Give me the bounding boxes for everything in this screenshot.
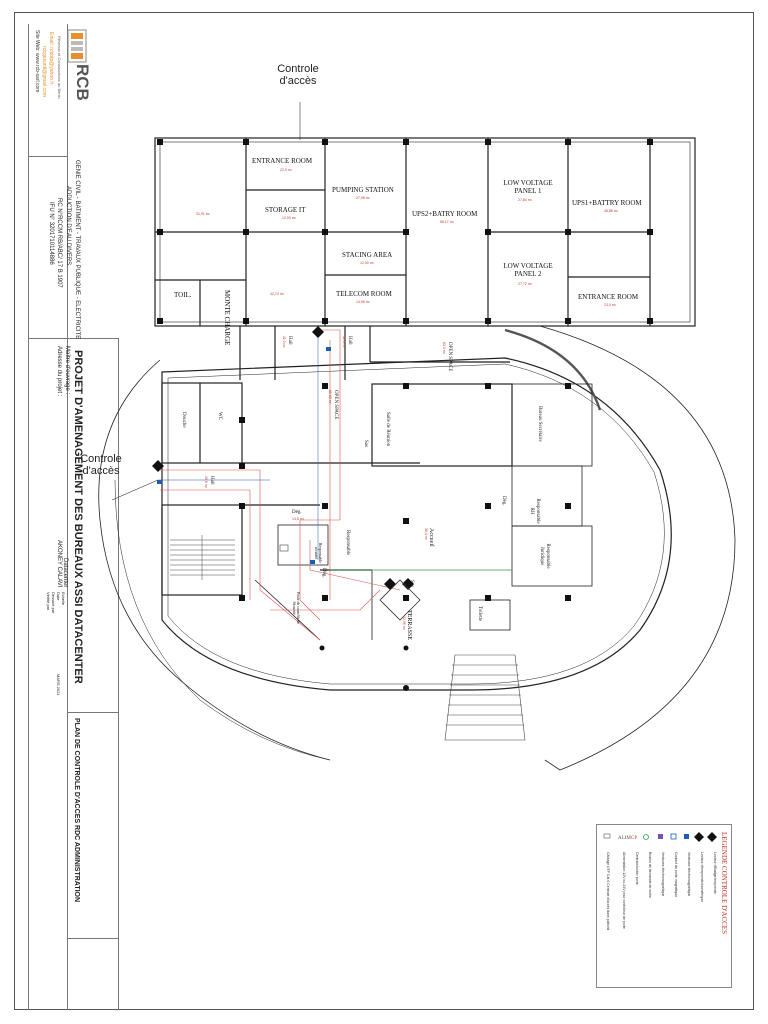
area: 65,60 m² bbox=[328, 390, 332, 404]
room-deg-1: Dég. bbox=[292, 510, 302, 515]
area: 27,72 m² bbox=[518, 282, 532, 286]
area: 42,74 m² bbox=[270, 292, 284, 296]
callout-top: Controle d'accès bbox=[277, 63, 319, 87]
meeting-room bbox=[371, 383, 513, 467]
room-responsable-1: Responsable bbox=[345, 530, 350, 556]
room-deg-2: Dég. bbox=[501, 496, 506, 506]
legend-item-1: Lecteur d'Badge/empreinte bbox=[713, 852, 717, 894]
area: 31,91 m² bbox=[196, 212, 210, 216]
outer-arc bbox=[539, 325, 736, 771]
room-ups2: UPS2+BATRY ROOM bbox=[412, 210, 478, 218]
room-entrance-1: ENTRANCE ROOM bbox=[252, 157, 313, 165]
legend-item-3: Ventouse électromagnétique bbox=[687, 852, 691, 897]
area: 14,96 m² bbox=[356, 300, 370, 304]
outer-arc-left bbox=[98, 359, 331, 761]
access-cabling bbox=[160, 329, 401, 641]
stairs bbox=[170, 535, 235, 580]
room-douche: Douche bbox=[181, 412, 186, 428]
strip-divider bbox=[118, 338, 119, 1010]
legend-box bbox=[596, 824, 732, 988]
room-sas-2: Sas bbox=[409, 580, 414, 587]
room-wc: WC bbox=[217, 412, 222, 421]
room-open-space-1: OPEN SPACE bbox=[447, 342, 452, 372]
room-open-space-2: OPEN SPACE bbox=[333, 390, 338, 420]
room-storage-it: STORAGE IT bbox=[265, 206, 306, 214]
strip-divider bbox=[68, 712, 118, 713]
room-poste-controle: Poste de contrôle de Sécurité bbox=[291, 591, 301, 625]
room-toil: TOIL. bbox=[174, 291, 192, 299]
area: 46,88 m² bbox=[604, 209, 618, 213]
area: 12,00 m² bbox=[282, 216, 296, 220]
area: 12,00 m² bbox=[360, 261, 374, 265]
callout-leader-left bbox=[111, 479, 159, 501]
room-hall-1: Hall bbox=[287, 336, 292, 345]
title-strip bbox=[28, 24, 68, 1010]
legend-item-5: Ventouse électromagnétique bbox=[661, 852, 665, 897]
room-responsable-rh: Responsable RH bbox=[529, 498, 541, 524]
area: 56,17 m² bbox=[440, 220, 454, 224]
left-wet-block bbox=[161, 382, 243, 464]
area: 27,84 m² bbox=[518, 198, 532, 202]
legend-item-8: Alimentation 12V ou 24V pour contrôleur … bbox=[622, 852, 626, 929]
area: 14,8 m² bbox=[292, 517, 304, 521]
legend-symbols: CP ALIM bbox=[603, 832, 717, 842]
room-monte-charge: MONTE CHARGE bbox=[223, 290, 231, 346]
strip-divider bbox=[68, 938, 118, 939]
room-accueil: Accueil bbox=[428, 528, 434, 547]
juridique-office bbox=[511, 525, 593, 587]
room-bureau-secretaire: Bureau Secrétaire bbox=[537, 406, 542, 442]
columns bbox=[157, 139, 653, 691]
strip-divider bbox=[28, 156, 68, 157]
room-low-voltage-1: LOW VOLTAGE PANEL 1 bbox=[503, 179, 553, 195]
logo-mark bbox=[67, 29, 87, 63]
sheet-border bbox=[14, 12, 754, 1010]
room-salle-reunion: Salle de Réunion bbox=[385, 412, 390, 447]
lower-building-outline bbox=[161, 357, 672, 691]
strip-divider bbox=[28, 338, 68, 339]
room-low-voltage-2: LOW VOLTAGE PANEL 2 bbox=[503, 262, 553, 278]
room-entrance-2: ENTRANCE ROOM bbox=[578, 293, 639, 301]
security-room bbox=[277, 524, 329, 566]
room-staging: STACING AREA bbox=[342, 251, 393, 259]
responsable-office bbox=[511, 465, 583, 527]
area: 22,98 m² bbox=[402, 616, 406, 630]
room-hall-2: Hall bbox=[347, 336, 352, 345]
room-toilette: Toilette bbox=[477, 606, 482, 622]
access-cabling-blue bbox=[158, 334, 319, 560]
room-pumping: PUMPING STATION bbox=[332, 186, 394, 194]
room-deg-3: Dég. bbox=[321, 568, 326, 578]
callout-left: Controle d'accès bbox=[80, 453, 122, 477]
svg-text:CP: CP bbox=[631, 836, 637, 841]
legend-item-2: Lecteur d'empreinte/biométrique bbox=[700, 852, 704, 903]
area: 11,0 m² bbox=[282, 336, 286, 348]
room-terrasse: TERRASSE bbox=[406, 610, 412, 641]
room-ups1: UPS1+BATTRY ROOM bbox=[572, 199, 642, 207]
area: 22,0 m² bbox=[280, 168, 292, 172]
legend-item-7: Centrale/boitier porte bbox=[635, 852, 639, 885]
area: 11,0 m² bbox=[342, 336, 346, 348]
legend-item-4: Contact de porte magnétique bbox=[674, 852, 678, 898]
room-hall-3: Hall bbox=[209, 476, 214, 485]
svg-text:ALIM: ALIM bbox=[618, 836, 631, 841]
entrance-stairs bbox=[444, 654, 526, 741]
hatched-area bbox=[649, 137, 696, 327]
strip-divider bbox=[68, 338, 118, 339]
stair-block bbox=[161, 504, 243, 596]
area: 38,4 m² bbox=[424, 528, 428, 540]
room-sas-1: Sas bbox=[363, 440, 368, 447]
secretary-office bbox=[511, 383, 593, 467]
area: 26,6 m² bbox=[204, 476, 208, 488]
room-responsable-securite: Responsable sécurité bbox=[313, 542, 323, 564]
room-telecom: TELECOM ROOM bbox=[336, 290, 392, 298]
area: 13,0 m² bbox=[604, 303, 616, 307]
room-responsable-juridique: Responsable Juridique bbox=[539, 543, 551, 569]
area: 83,3 m² bbox=[442, 342, 446, 354]
access-devices bbox=[152, 326, 421, 621]
legend-item-9: Câblage UTP Cat 6 Centrale d'accès dans … bbox=[606, 852, 610, 931]
glass-facade bbox=[504, 328, 602, 411]
area: 27,98 m² bbox=[356, 196, 370, 200]
legend-item-6: Bouton de demande de sortie bbox=[648, 852, 652, 898]
